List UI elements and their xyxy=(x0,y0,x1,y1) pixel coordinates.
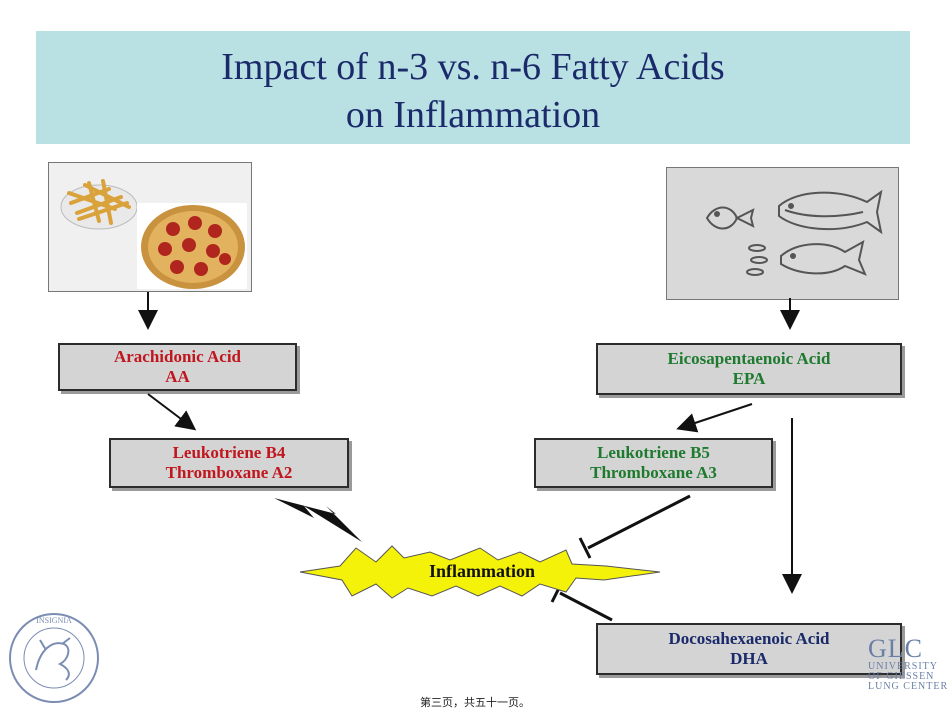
aa-line-2: AA xyxy=(165,367,190,386)
lightning-bolt xyxy=(274,498,362,542)
lt-b5-line-1: Leukotriene B5 xyxy=(597,443,710,462)
page-footer: 第三页，共五十一页。 xyxy=(420,696,530,709)
inhibit-lt-b5 xyxy=(578,494,691,559)
arrow-aa-to-lt-b4 xyxy=(147,393,197,431)
title-line-1: Impact of n-3 vs. n-6 Fatty Acids xyxy=(221,46,725,88)
glc-logo-mark: GLC xyxy=(868,634,923,663)
lt-b4-line-1: Leukotriene B4 xyxy=(172,443,286,462)
docosahexaenoic-acid-box: Docosahexaenoic Acid DHA xyxy=(596,623,902,675)
inflammation-label: Inflammation xyxy=(428,561,535,581)
leukotriene-b4-box: Leukotriene B4 Thromboxane A2 xyxy=(109,438,349,488)
eicosapentaenoic-acid-box: Eicosapentaenoic Acid EPA xyxy=(596,343,902,395)
glc-logo-line-3: LUNG CENTER xyxy=(868,681,949,692)
lt-b5-line-2: Thromboxane A3 xyxy=(590,463,717,482)
inflammation-burst xyxy=(299,545,661,599)
fish-illustration xyxy=(705,189,883,276)
leukotriene-b5-box: Leukotriene B5 Thromboxane A3 xyxy=(534,438,773,488)
arrow-epa-to-lt-b5 xyxy=(676,403,753,433)
epa-line-1: Eicosapentaenoic Acid xyxy=(667,349,831,368)
svg-text:INSIGNIA: INSIGNIA xyxy=(36,616,72,625)
glc-logo-line-2: OF GIESSEN xyxy=(868,671,935,682)
epa-line-2: EPA xyxy=(732,369,766,388)
aa-line-1: Arachidonic Acid xyxy=(113,347,242,366)
title-band: Impact of n-3 vs. n-6 Fatty Acids on Inf… xyxy=(36,31,910,144)
page-title: Impact of n-3 vs. n-6 Fatty Acids on Inf… xyxy=(36,43,910,139)
dha-line-1: Docosahexaenoic Acid xyxy=(668,629,830,648)
food-image xyxy=(48,162,252,292)
fish-image xyxy=(666,167,899,300)
dha-line-2: DHA xyxy=(730,649,768,668)
fries-pizza-illustration xyxy=(60,179,247,289)
title-line-2: on Inflammation xyxy=(345,94,601,136)
glc-logo: GLC UNIVERSITY OF GIESSEN LUNG CENTER xyxy=(868,636,948,692)
glc-logo-line-1: UNIVERSITY xyxy=(868,661,938,672)
university-seal-logo: INSIGNIA xyxy=(9,613,99,703)
arachidonic-acid-box: Arachidonic Acid AA xyxy=(58,343,297,391)
lt-b4-line-2: Thromboxane A2 xyxy=(165,463,293,482)
